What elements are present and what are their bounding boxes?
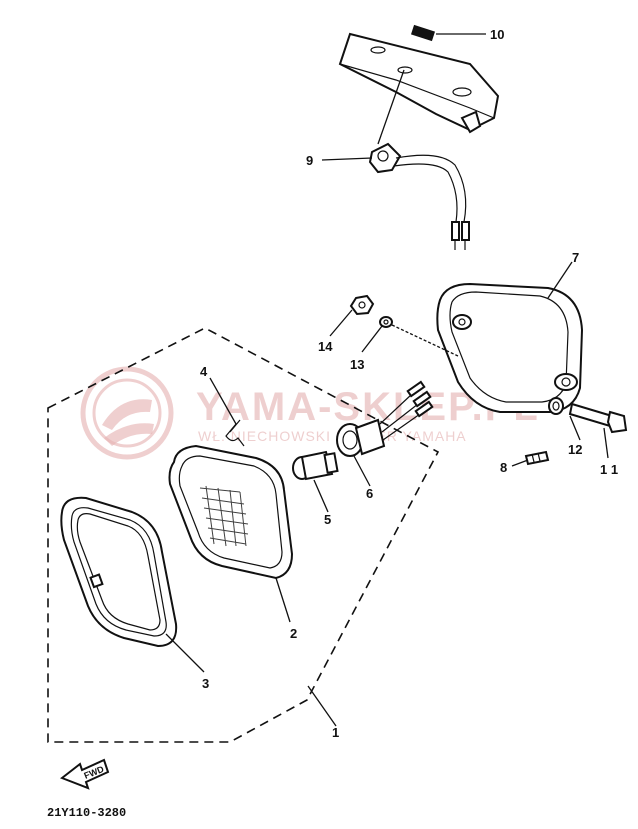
callout-9: 9 xyxy=(306,153,313,168)
forward-arrow-icon: FWD xyxy=(59,758,110,790)
bulb xyxy=(292,450,339,481)
bolt xyxy=(568,402,628,434)
headlight-housing xyxy=(436,282,584,413)
leader-lines xyxy=(165,33,609,727)
washer-side xyxy=(548,397,564,415)
callout-1: 1 xyxy=(332,725,339,740)
callout-4: 4 xyxy=(200,364,208,379)
callout-13: 13 xyxy=(350,357,364,372)
headlight-stay-bracket xyxy=(338,24,500,134)
callout-14: 14 xyxy=(318,339,333,354)
headlight-rim xyxy=(60,496,178,648)
callout-8: 8 xyxy=(500,460,507,475)
callout-12: 12 xyxy=(568,442,582,457)
watermark-logo-icon xyxy=(80,366,174,460)
callout-7: 7 xyxy=(572,250,579,265)
lens-pattern xyxy=(199,485,249,547)
washer-upper xyxy=(379,316,393,328)
watermark-subtitle: WŁ. NIECHOWSKI DEALER YAMAHA xyxy=(198,428,467,444)
screw xyxy=(524,450,550,466)
diagram-code: 21Y110-3280 xyxy=(47,806,126,820)
headlight-assembly-outline xyxy=(47,327,440,743)
bulb-socket xyxy=(336,380,434,457)
callout-2: 2 xyxy=(290,626,297,641)
callouts: 10 9 7 14 13 12 1 1 8 4 5 6 2 3 1 xyxy=(200,27,618,740)
callout-3: 3 xyxy=(202,676,209,691)
callout-11: 1 1 xyxy=(600,462,618,477)
nut xyxy=(349,294,375,316)
callout-10: 10 xyxy=(490,27,504,42)
callout-6: 6 xyxy=(366,486,373,501)
headlight-lens-unit xyxy=(168,444,294,580)
callout-5: 5 xyxy=(324,512,331,527)
retaining-spring xyxy=(225,419,245,447)
socket-cord xyxy=(368,142,470,250)
